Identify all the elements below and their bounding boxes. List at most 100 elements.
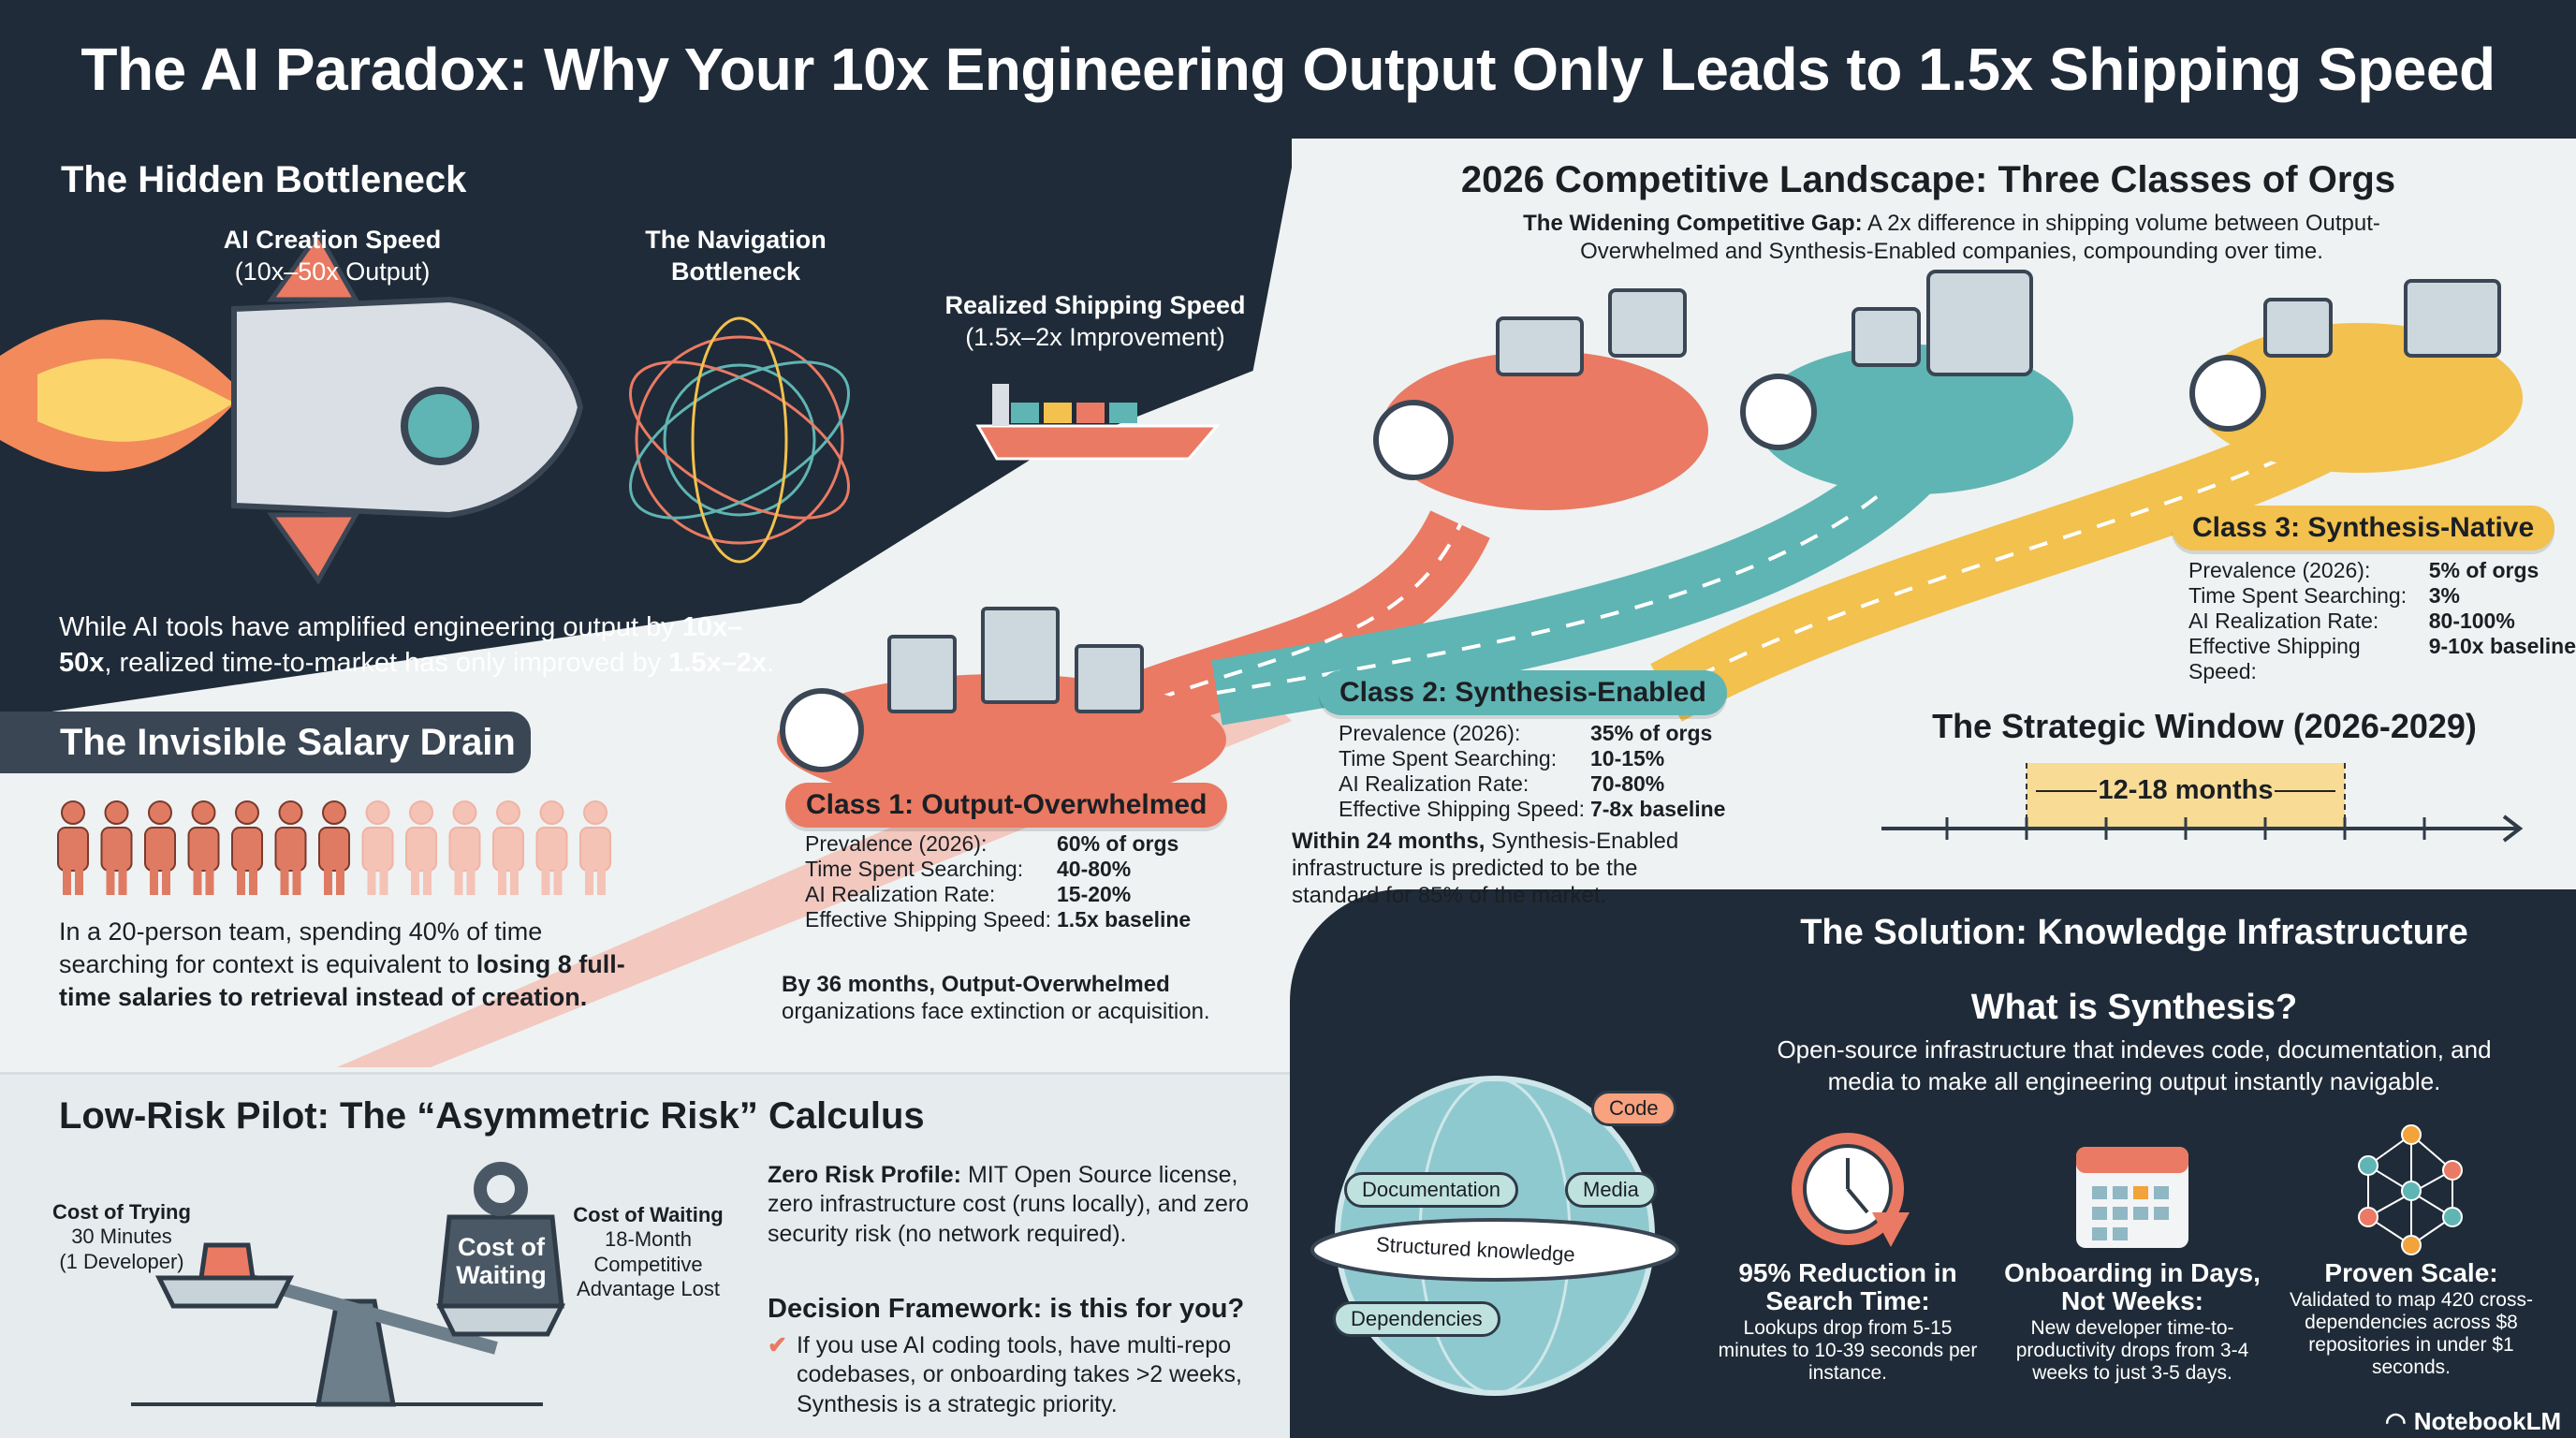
person-icon bbox=[535, 800, 568, 895]
person-icon bbox=[579, 800, 611, 895]
stat-label: Time Spent Searching: bbox=[805, 856, 1024, 881]
creation-speed-label: AI Creation Speed (10x–50x Output) bbox=[192, 225, 473, 288]
salary-drain-paragraph: In a 20-person team, spending 40% of tim… bbox=[59, 916, 658, 1014]
stat-value: 10-15% bbox=[1589, 745, 1665, 770]
text-bold: losing 8 full-time salaries to retrieval… bbox=[59, 950, 625, 1012]
stat-label: Time Spent Searching: bbox=[1339, 745, 1558, 770]
tangled-lines-icon bbox=[628, 316, 851, 564]
stat-value: 80-100% bbox=[2428, 608, 2515, 633]
text: While AI tools have amplified engineerin… bbox=[59, 612, 682, 642]
benefit-title: Onboarding in Days, Not Weeks: bbox=[2004, 1258, 2261, 1315]
text: , realized time-to-market has only impro… bbox=[104, 647, 669, 678]
text-bold: 10x–50x bbox=[59, 612, 743, 678]
stat-value: 15-20% bbox=[1056, 881, 1132, 906]
balance-scale-icon bbox=[131, 1162, 566, 1407]
person-icon bbox=[144, 800, 176, 895]
people-figures bbox=[57, 800, 611, 895]
person-icon bbox=[318, 800, 350, 895]
road-dashes bbox=[1665, 438, 2322, 695]
stat-label: Effective Shipping Speed: bbox=[2188, 633, 2361, 683]
platform-class1-top bbox=[1381, 351, 1708, 510]
shipping-speed-sub: (1.5x–2x Improvement) bbox=[965, 322, 1225, 351]
class3-pill: Class 3: Synthesis-Native bbox=[2172, 506, 2555, 550]
window-highlight bbox=[2027, 763, 2345, 827]
benefit-onboarding: Onboarding in Days, Not Weeks: New devel… bbox=[1992, 1259, 2273, 1385]
page-title: The AI Paradox: Why Your 10x Engineering… bbox=[80, 36, 2496, 103]
clock-down-icon bbox=[1792, 1133, 1910, 1247]
zero-risk-profile: Zero Risk Profile: MIT Open Source licen… bbox=[768, 1161, 1278, 1249]
person-icon bbox=[361, 800, 394, 895]
stat-value: 35% of orgs bbox=[1589, 721, 1713, 745]
person-icon bbox=[405, 800, 437, 895]
stat-value: 60% of orgs bbox=[1056, 831, 1179, 856]
navigation-bottleneck-label: The Navigation Bottleneck bbox=[645, 226, 827, 286]
person-icon bbox=[448, 800, 481, 895]
cost-of-waiting-label: Cost of Waiting 18-Month Competitive Adv… bbox=[571, 1203, 725, 1302]
text-bold: The Widening Competitive Gap: bbox=[1523, 211, 1863, 236]
benefit-text: New developer time-to-productivity drops… bbox=[2015, 1316, 2249, 1385]
brand-name: NotebookLM bbox=[2413, 1407, 2562, 1435]
platform-class3 bbox=[2195, 323, 2523, 473]
cargo-ship-icon bbox=[975, 384, 1221, 461]
stat-label: Prevalence (2026): bbox=[1339, 721, 1521, 745]
stat-label: Effective Shipping Speed: bbox=[805, 906, 1051, 932]
window-span-label: 12-18 months bbox=[2098, 775, 2274, 805]
text: organizations face extinction or acquisi… bbox=[782, 998, 1210, 1024]
stat-value: 3% bbox=[2428, 582, 2460, 608]
text: (1 Developer) bbox=[59, 1249, 184, 1273]
stat-label: AI Realization Rate: bbox=[2188, 608, 2379, 633]
network-icon bbox=[2358, 1124, 2463, 1255]
hidden-bottleneck-paragraph: While AI tools have amplified engineerin… bbox=[59, 610, 789, 681]
strategic-window-timeline bbox=[1881, 763, 2524, 843]
stat-label: Prevalence (2026): bbox=[805, 831, 988, 856]
benefit-title: 95% Reduction in Search Time: bbox=[1738, 1258, 1957, 1315]
text: If you use AI coding tools, have multi-r… bbox=[796, 1332, 1242, 1417]
benefit-text: Validated to map 420 cross-dependencies … bbox=[2290, 1288, 2533, 1379]
benefit-title: Proven Scale: bbox=[2324, 1258, 2498, 1287]
person-icon bbox=[231, 800, 263, 895]
tag-dependencies: Dependencies bbox=[1333, 1301, 1500, 1337]
text: 18-Month Competitive Advantage Lost bbox=[577, 1227, 720, 1301]
stat-label: Prevalence (2026): bbox=[2188, 558, 2371, 582]
window-heading: The Strategic Window (2026-2029) bbox=[1932, 707, 2477, 745]
text: . bbox=[767, 647, 775, 678]
text: MIT Open Source license, zero infrastruc… bbox=[768, 1162, 1250, 1247]
shipping-speed-label: Realized Shipping Speed (1.5x–2x Improve… bbox=[936, 290, 1254, 354]
weight-label: Cost of Waiting bbox=[456, 1233, 547, 1289]
brand-logo: ◠NotebookLM bbox=[2385, 1407, 2562, 1436]
benefit-search-time: 95% Reduction in Search Time: Lookups dr… bbox=[1707, 1259, 1988, 1385]
stat-value: 40-80% bbox=[1056, 856, 1132, 881]
stat-value: 70-80% bbox=[1589, 770, 1665, 796]
text: Cost of Waiting bbox=[573, 1203, 724, 1226]
platform-class2 bbox=[1755, 345, 2073, 494]
solution-heading: The Solution: Knowledge Infrastructure bbox=[1800, 913, 2468, 952]
stat-value: 5% of orgs bbox=[2428, 558, 2539, 582]
stat-label: AI Realization Rate: bbox=[805, 881, 996, 906]
class2-note: Within 24 months, Synthesis-Enabled infr… bbox=[1292, 829, 1704, 909]
pilot-heading: Low-Risk Pilot: The “Asymmetric Risk” Ca… bbox=[59, 1095, 925, 1137]
salary-drain-tab: The Invisible Salary Drain bbox=[0, 712, 531, 773]
synthesis-description: Open-source infrastructure that indeves … bbox=[1777, 1035, 2492, 1095]
creation-speed-sub: (10x–50x Output) bbox=[234, 257, 431, 286]
rocket-icon bbox=[0, 229, 584, 585]
hidden-bottleneck-heading: The Hidden Bottleneck bbox=[61, 159, 467, 200]
stat-label: AI Realization Rate: bbox=[1339, 770, 1530, 796]
person-icon bbox=[187, 800, 220, 895]
benefit-scale: Proven Scale: Validated to map 420 cross… bbox=[2271, 1259, 2552, 1380]
stat-value: 9-10x baseline bbox=[2428, 633, 2576, 658]
text: Cost of Trying bbox=[52, 1200, 191, 1224]
class1-note: By 36 months, Output-Overwhelmed organiz… bbox=[782, 972, 1212, 1026]
stat-label: Time Spent Searching: bbox=[2188, 582, 2408, 608]
person-icon bbox=[492, 800, 524, 895]
person-icon bbox=[57, 800, 89, 895]
notebooklm-icon: ◠ bbox=[2385, 1407, 2407, 1435]
text-bold: Within 24 months, bbox=[1292, 829, 1486, 854]
stat-value: 1.5x baseline bbox=[1056, 906, 1192, 932]
person-icon bbox=[100, 800, 133, 895]
text-bold: Zero Risk Profile: bbox=[768, 1162, 961, 1188]
synthesis-subheading: What is Synthesis? bbox=[1970, 988, 2298, 1027]
text: In a 20-person team, spending 40% of tim… bbox=[59, 917, 543, 979]
